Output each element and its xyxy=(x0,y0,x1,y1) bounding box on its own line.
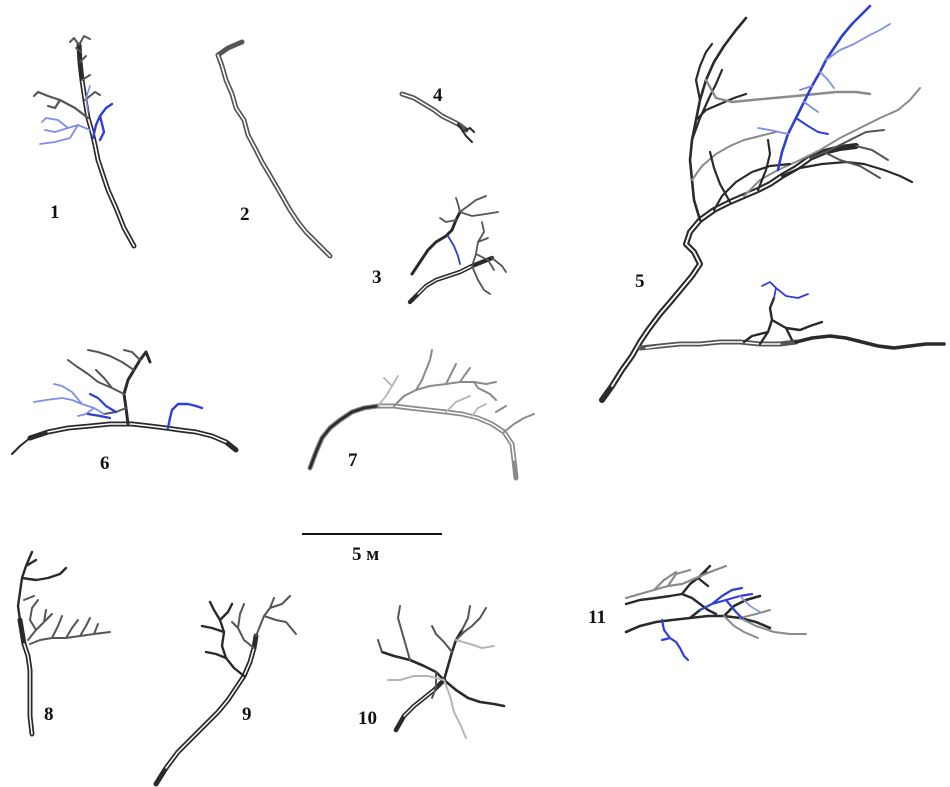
network-8-branches xyxy=(24,596,110,644)
network-11-upper-gray xyxy=(626,566,726,598)
label-11: 11 xyxy=(588,607,606,628)
network-1-branch-b xyxy=(34,92,88,118)
network-5-lower-extension xyxy=(796,336,944,348)
network-1 xyxy=(34,36,134,246)
label-10: 10 xyxy=(358,708,377,729)
network-5-upper-branch-dark-4 xyxy=(810,130,888,178)
network-8 xyxy=(18,552,110,734)
scale-bar: 5 м xyxy=(302,534,442,565)
network-7-trunk xyxy=(310,406,516,478)
network-6-blue-left xyxy=(34,384,104,416)
network-5-lower-blue xyxy=(762,282,808,298)
network-1-blue-a xyxy=(40,118,90,144)
network-5 xyxy=(602,6,944,400)
label-2: 2 xyxy=(240,204,250,225)
network-11-upper xyxy=(626,566,716,614)
network-7 xyxy=(310,350,534,478)
network-2-trunk xyxy=(218,42,330,256)
network-10-gray-branches xyxy=(388,640,494,738)
network-10 xyxy=(378,606,504,738)
label-8: 8 xyxy=(44,704,54,725)
network-11 xyxy=(626,566,806,660)
network-6-blue-branch xyxy=(88,394,116,418)
network-4-tail xyxy=(458,124,474,142)
network-9-branches xyxy=(202,602,244,676)
network-2 xyxy=(218,42,330,256)
network-6-blue-hook xyxy=(168,404,202,428)
network-3-upper-branches xyxy=(440,196,498,222)
network-9-branches-b xyxy=(232,596,296,648)
label-7: 7 xyxy=(348,450,358,471)
network-6-upper-trunk xyxy=(124,352,150,424)
network-3-lower-core xyxy=(418,266,472,294)
label-6: 6 xyxy=(100,453,110,474)
network-1-trunk xyxy=(79,45,134,246)
network-3-lower-trunk xyxy=(410,258,492,302)
network-6-left-tail xyxy=(12,438,30,454)
label-5: 5 xyxy=(635,271,645,292)
network-6 xyxy=(12,350,236,454)
label-4: 4 xyxy=(433,85,443,106)
network-11-blue xyxy=(662,588,752,660)
network-3 xyxy=(410,196,506,302)
network-11-lower-gray xyxy=(724,610,806,638)
network-5-blue-branch xyxy=(758,24,890,134)
network-2-trunk-core xyxy=(218,55,330,256)
network-1-blue-b xyxy=(93,104,112,140)
network-3-blue xyxy=(448,236,460,264)
network-7-branches xyxy=(394,350,534,432)
network-9-trunk-core xyxy=(166,648,254,768)
network-6-trunk xyxy=(30,424,236,450)
network-8-stem xyxy=(18,552,66,620)
scale-label: 5 м xyxy=(352,544,379,565)
network-9 xyxy=(156,596,296,784)
network-5-blue-mid xyxy=(796,118,828,134)
network-1-trunk-core xyxy=(82,80,134,246)
network-10-mid-branches xyxy=(378,606,486,698)
label-3: 3 xyxy=(372,267,382,288)
label-1: 1 xyxy=(50,202,60,223)
label-9: 9 xyxy=(242,704,252,725)
